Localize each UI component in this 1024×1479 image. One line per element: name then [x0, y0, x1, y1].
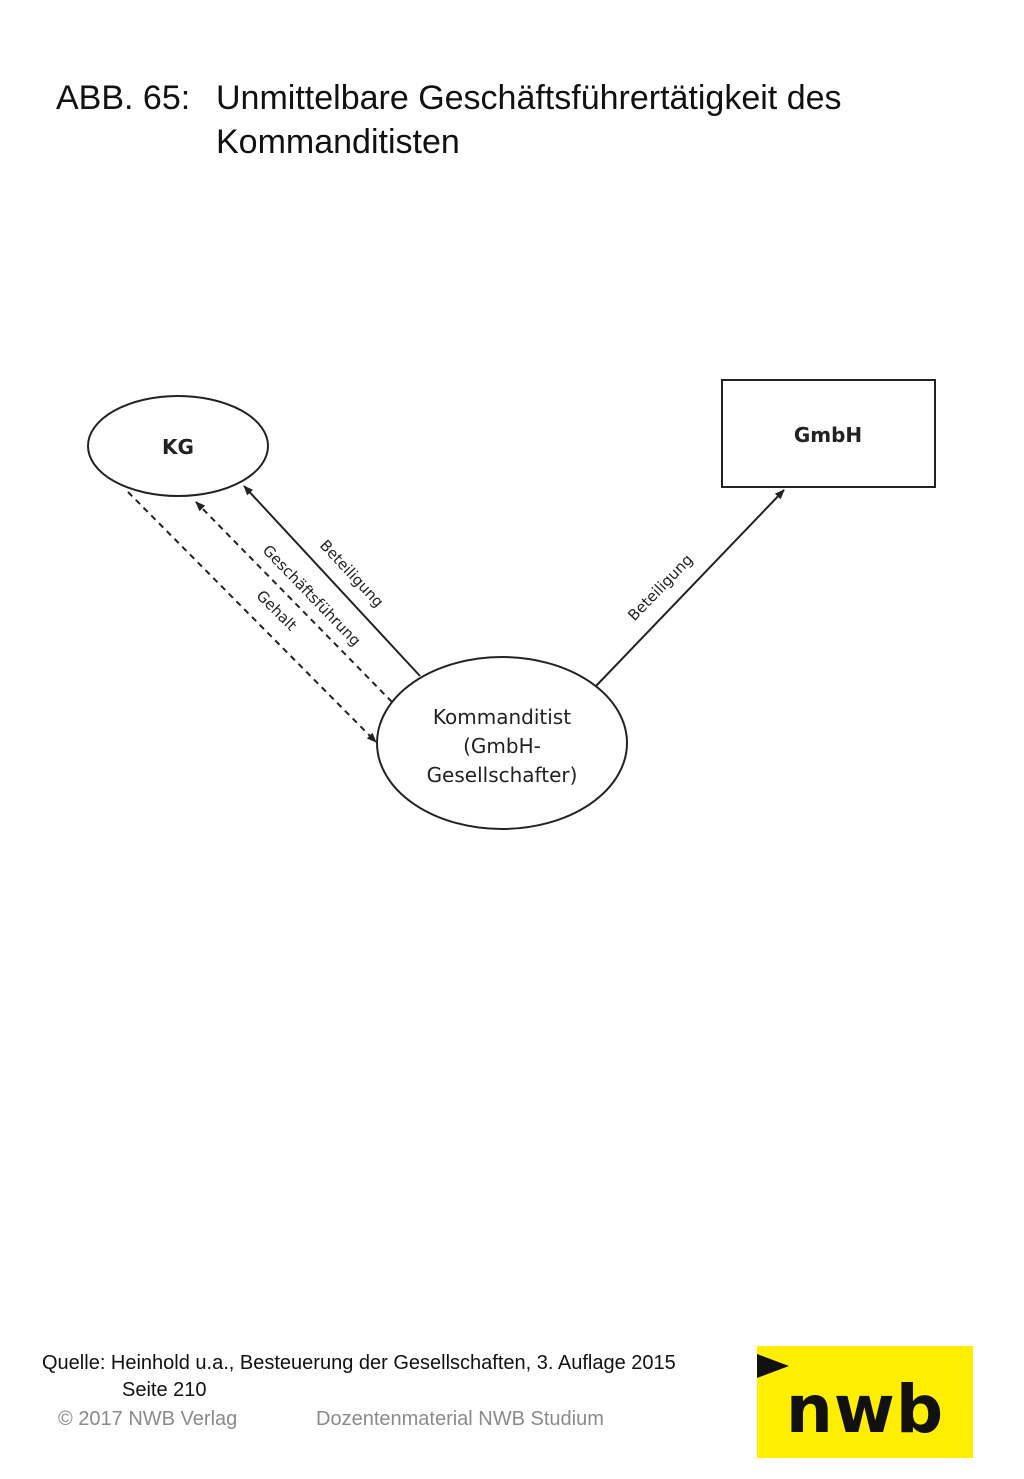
- copyright-notice: © 2017 NWB Verlag: [58, 1408, 238, 1430]
- figure-title: Unmittelbare Geschäftsführertätigkeit de…: [216, 79, 842, 117]
- beteiligung-gmbh-label: Beteiligung: [624, 551, 696, 625]
- source-page: Seite 210: [122, 1379, 207, 1401]
- logo-wordmark: nwb: [785, 1370, 945, 1448]
- source-citation: Quelle: Heinhold u.a., Besteuerung der G…: [42, 1352, 676, 1374]
- kommanditist-node-label-line2: (GmbH-: [463, 734, 541, 758]
- geschaeftsfuehrung-arrow: [195, 501, 393, 703]
- kg-node: [87, 395, 269, 497]
- logo-triangle-icon: [757, 1354, 789, 1378]
- figure-title-continuation: Kommanditisten: [216, 123, 460, 161]
- nwb-logo: nwb: [757, 1346, 973, 1458]
- kg-node-label: KG: [162, 435, 194, 459]
- beteiligung-kg-arrow: [243, 485, 421, 677]
- kommanditist-node-label-line3: Gesellschafter): [427, 763, 578, 787]
- kommanditist-node: [376, 656, 628, 830]
- gehalt-label: Gehalt: [253, 587, 301, 635]
- gmbh-node-label: GmbH: [794, 423, 862, 447]
- kommanditist-node-label-line1: Kommanditist: [433, 705, 571, 729]
- figure-number: ABB. 65:: [56, 79, 191, 117]
- logo-background: [757, 1346, 973, 1458]
- gmbh-node: [721, 379, 936, 488]
- gehalt-arrow: [127, 491, 377, 743]
- course-material-label: Dozentenmaterial NWB Studium: [316, 1408, 604, 1430]
- beteiligung-gmbh-arrow: [595, 489, 785, 687]
